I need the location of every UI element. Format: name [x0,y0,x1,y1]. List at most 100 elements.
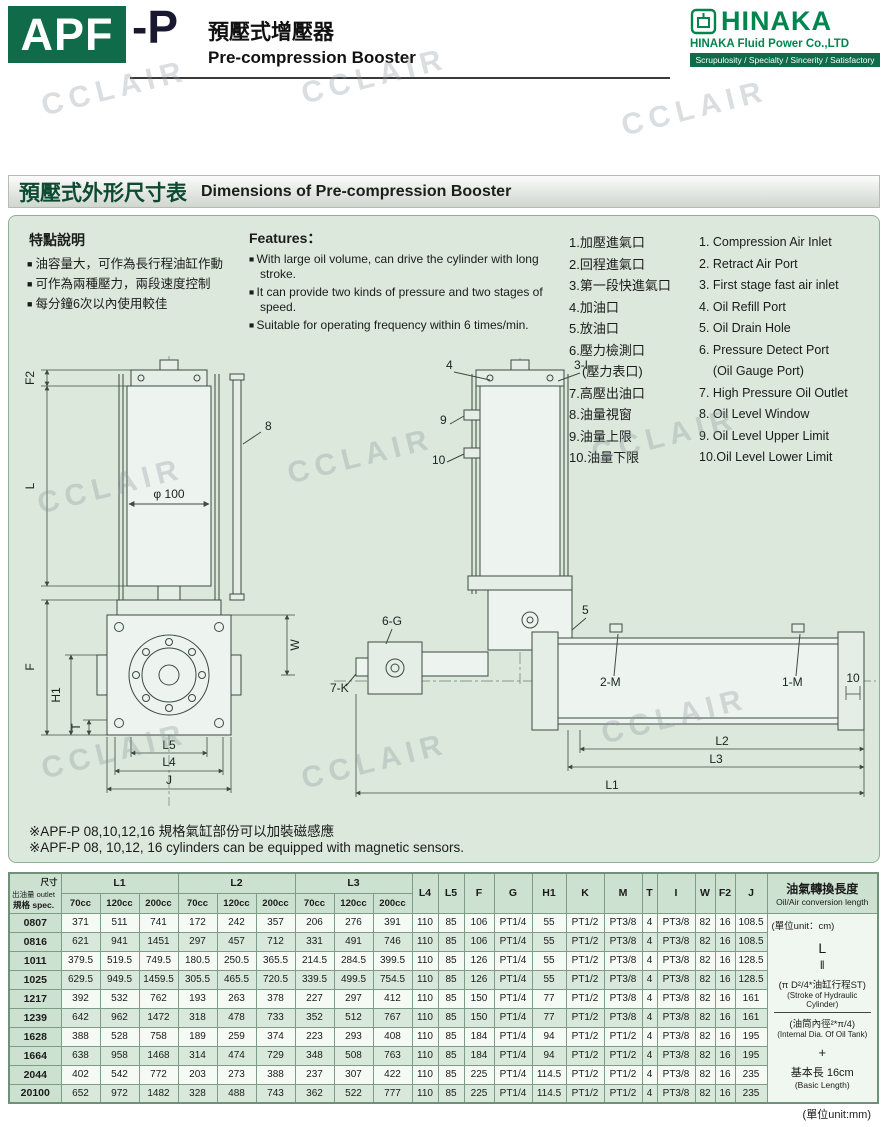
dim-value: 110 [411,931,439,952]
dim-l4-label: L4 [162,755,176,769]
dim-value: 161 [734,1007,768,1028]
col-header-L4: L4 [411,872,439,914]
formula-numerator-en: (Stroke of Hydraulic Cylinder) [787,990,858,1009]
dim-value: 305.5 [177,969,218,990]
corner-label-spec: 規格 spec. [13,899,55,910]
formula-denominator: (油筒內徑²*π/4)(Internal Dia. Of Oil Tank) [773,1011,871,1039]
dim-value: 4 [641,1083,658,1104]
formula-numerator: (π D²/4*油缸行程ST)(Stroke of Hydraulic Cyli… [774,977,872,1012]
dim-value: 379.5 [60,950,101,971]
dim-value: 4 [641,912,658,933]
dim-value: PT1/2 [565,988,605,1009]
dim-value: 1468 [138,1045,179,1066]
section-title-zh: 預壓式外形尺寸表 [19,181,187,205]
dim-value: 962 [99,1007,140,1028]
port-item-zh: 8.油量視窗 [569,407,632,422]
features-list-zh: 油容量大，可作為長行程油缸作動可作為兩種壓力，兩段速度控制每分鐘6次以內使用較佳 [27,254,249,314]
dim-value: 108.5 [734,931,768,952]
dim-value: 733 [255,1007,296,1028]
dim-value: 126 [463,969,495,990]
dim-value: 729 [255,1045,296,1066]
formula-equals: ‖ [819,957,825,972]
dim-value: 235 [734,1083,768,1104]
dim-value: 180.5 [177,950,218,971]
row-spec: 1239 [8,1007,62,1028]
dim-value: PT1/2 [603,1083,643,1104]
port-item-en: 6. Pressure Detect Port [699,342,829,357]
dim-value: 85 [437,950,465,971]
callout-8-label: 8 [265,419,272,433]
dim-value: 511 [99,912,140,933]
dim-value: 189 [177,1026,218,1047]
content-panel: 特點說明 油容量大，可作為長行程油缸作動可作為兩種壓力，兩段速度控制每分鐘6次以… [8,215,880,863]
dim-value: PT3/8 [656,1064,696,1085]
dim-value: 307 [333,1064,374,1085]
port-item-zh: 4.加油口 [569,299,619,315]
dim-value: 16 [714,931,736,952]
dim-value: 4 [641,988,658,1009]
row-spec: 1011 [8,950,62,971]
dim-value: 371 [60,912,101,933]
row-spec: 1664 [8,1045,62,1066]
dim-value: 77 [531,1007,567,1028]
col-subheader-70cc: 70cc [294,892,335,914]
dim-value: 4 [641,1064,658,1085]
dim-value: PT1/4 [493,912,533,933]
dim-value: PT3/8 [656,988,696,1009]
formula-unit: (單位unit：cm) [771,920,835,932]
model-suffix: -P [132,1,178,53]
row-spec: 0807 [8,912,62,933]
dim-value: 408 [372,1026,413,1047]
dim-value: PT1/4 [493,1083,533,1104]
dim-value: 388 [60,1026,101,1047]
page-header: APF -P 預壓式增壓器 Pre-compression Booster HI… [8,1,880,92]
dim-value: 621 [60,931,101,952]
callout-6g-label: 6-G [382,614,402,628]
col-header-W: W [694,872,716,914]
dim-value: 273 [216,1064,257,1085]
dim-value: 749.5 [138,950,179,971]
dim-value: 16 [714,912,736,933]
corner-label-dimension: 尺寸 [40,877,58,887]
features-title-zh: 特點說明 [29,232,85,248]
brand-top: HINAKA [690,6,880,37]
dim-value: 82 [694,1064,716,1085]
dim-value: PT3/8 [603,988,643,1009]
dim-value: 55 [531,969,567,990]
dim-value: 762 [138,988,179,1009]
dim-value: 227 [294,988,335,1009]
dim-value: 474 [216,1045,257,1066]
dim-value: 1459.5 [138,969,179,990]
port-item-zh: (壓力表口) [569,364,643,379]
dim-value: 754.5 [372,969,413,990]
row-spec: 1628 [8,1026,62,1047]
port-item-en: (Oil Gauge Port) [699,364,804,378]
feature-item-zh: 油容量大，可作為長行程油缸作動 [27,254,249,274]
callout-4-label: 4 [446,358,453,372]
dim-w-label: W [288,639,302,651]
dim-value: 110 [411,969,439,990]
dim-value: 16 [714,1026,736,1047]
dim-value: 206 [294,912,335,933]
dim-value: PT3/8 [656,1045,696,1066]
dim-value: PT3/8 [656,1026,696,1047]
dim-value: 172 [177,912,218,933]
callout-9-label: 9 [440,413,447,427]
port-item-en: 10.Oil Level Lower Limit [699,450,833,464]
dim-value: 318 [177,1007,218,1028]
dim-value: 741 [138,912,179,933]
section-header: 預壓式外形尺寸表 Dimensions of Pre-compression B… [8,175,880,208]
col-group-L2: L2 [177,872,296,894]
dim-value: PT3/8 [656,912,696,933]
dim-value: 110 [411,1026,439,1047]
col-header-F2: F2 [714,872,736,914]
hinaka-logo-icon [690,8,717,35]
port-item-zh: 9.油量上限 [569,428,632,444]
dim-value: 457 [216,931,257,952]
